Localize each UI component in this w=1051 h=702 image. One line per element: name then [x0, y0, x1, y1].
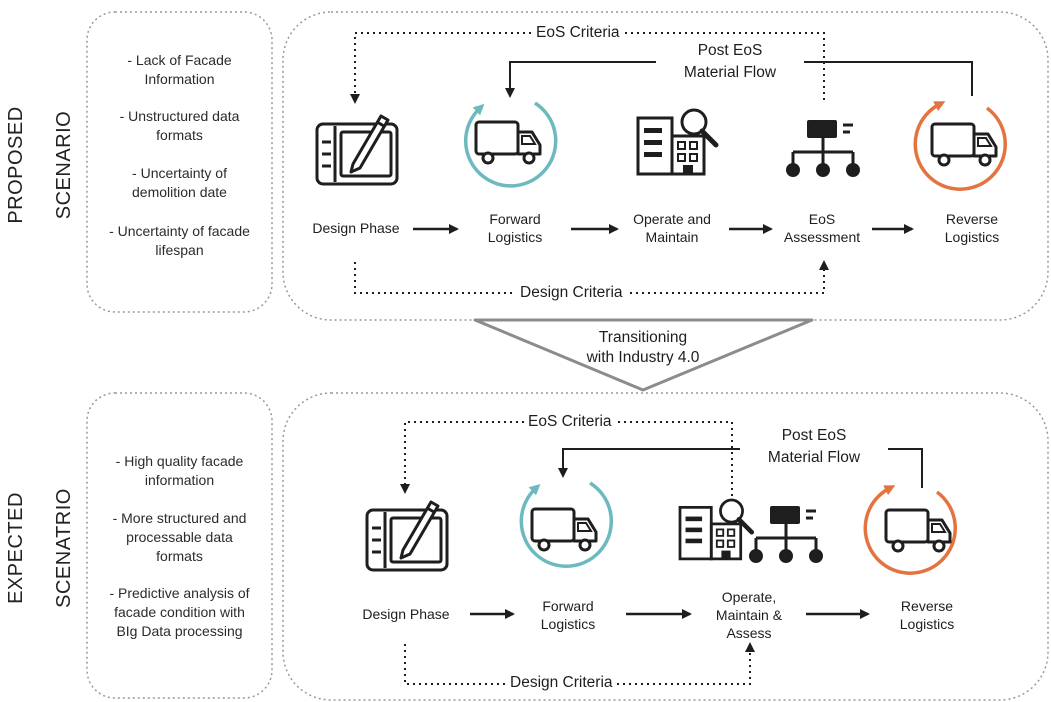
delivery-truck-icon	[464, 101, 558, 188]
stage-label-forward-logistics: Forward Logistics	[540, 598, 596, 632]
expected-issues-box	[86, 392, 273, 699]
stage-label-forward-logistics: Forward Logistics	[487, 211, 543, 245]
drawing-tablet-icon	[315, 114, 399, 186]
proposed-issue: - Uncertainty of demolition date	[132, 165, 227, 200]
transition-triangle	[473, 318, 814, 392]
reverse-truck-icon	[913, 101, 1007, 191]
stage-label-operate-maintain-assess: Operate, Maintain & Assess	[715, 589, 783, 641]
proposed-design-criteria-label: Design Criteria	[516, 282, 627, 304]
expected-eos-criteria-label: EoS Criteria	[524, 411, 616, 433]
expected-scenario-box	[282, 392, 1049, 701]
expected-issue: - High quality facade information	[115, 453, 244, 488]
expected-design-criteria-line	[404, 642, 755, 685]
stage-label-eos-assessment: EoS Assessment	[783, 211, 861, 245]
stage-label-reverse-logistics: Reverse Logistics	[899, 598, 955, 632]
proposed-issue: - Unstructured data formats	[119, 108, 240, 143]
hierarchy-icon	[747, 504, 825, 565]
proposed-issue: - Lack of Facade Information	[127, 52, 232, 87]
proposed-issue: - Uncertainty of facade lifespan	[109, 223, 250, 258]
expected-issue: - More structured and processable data f…	[112, 510, 247, 564]
stage-label-operate-maintain: Operate and Maintain	[633, 211, 711, 245]
building-search-icon	[638, 110, 716, 174]
drawing-tablet-icon	[365, 500, 449, 572]
hierarchy-icon	[784, 118, 862, 179]
expected-eos-criteria-line	[400, 421, 733, 508]
delivery-truck-icon	[519, 481, 614, 568]
proposed-issues-box	[86, 11, 273, 313]
stage-label-reverse-logistics: Reverse Logistics	[944, 211, 1000, 245]
expected-design-criteria-label: Design Criteria	[506, 672, 617, 694]
stage-label-design-phase: Design Phase	[362, 606, 450, 622]
reverse-truck-icon	[863, 485, 957, 575]
stage-label-design-phase: Design Phase	[312, 220, 400, 236]
expected-issue: - Predictive analysis of facade conditio…	[109, 585, 250, 639]
building-search-icon	[680, 500, 752, 559]
proposed-eos-criteria-label: EoS Criteria	[532, 22, 624, 44]
